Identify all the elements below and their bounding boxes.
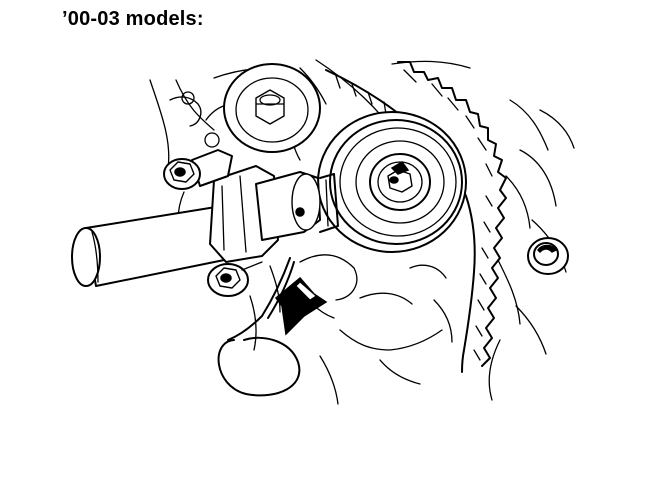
- right-engine-bolt: [527, 237, 569, 275]
- tensioner-pulley: [317, 111, 467, 253]
- direction-arrow: [274, 276, 328, 336]
- auto-tensioner-cylinder: [71, 149, 339, 287]
- lower-mounting-bolt: [207, 261, 263, 297]
- tensioner-stopper-pin: [217, 257, 301, 397]
- idler-pulley-upper: [223, 63, 321, 153]
- upper-mounting-bolt: [163, 158, 201, 190]
- figure-caption: ’00-03 models:: [62, 8, 204, 30]
